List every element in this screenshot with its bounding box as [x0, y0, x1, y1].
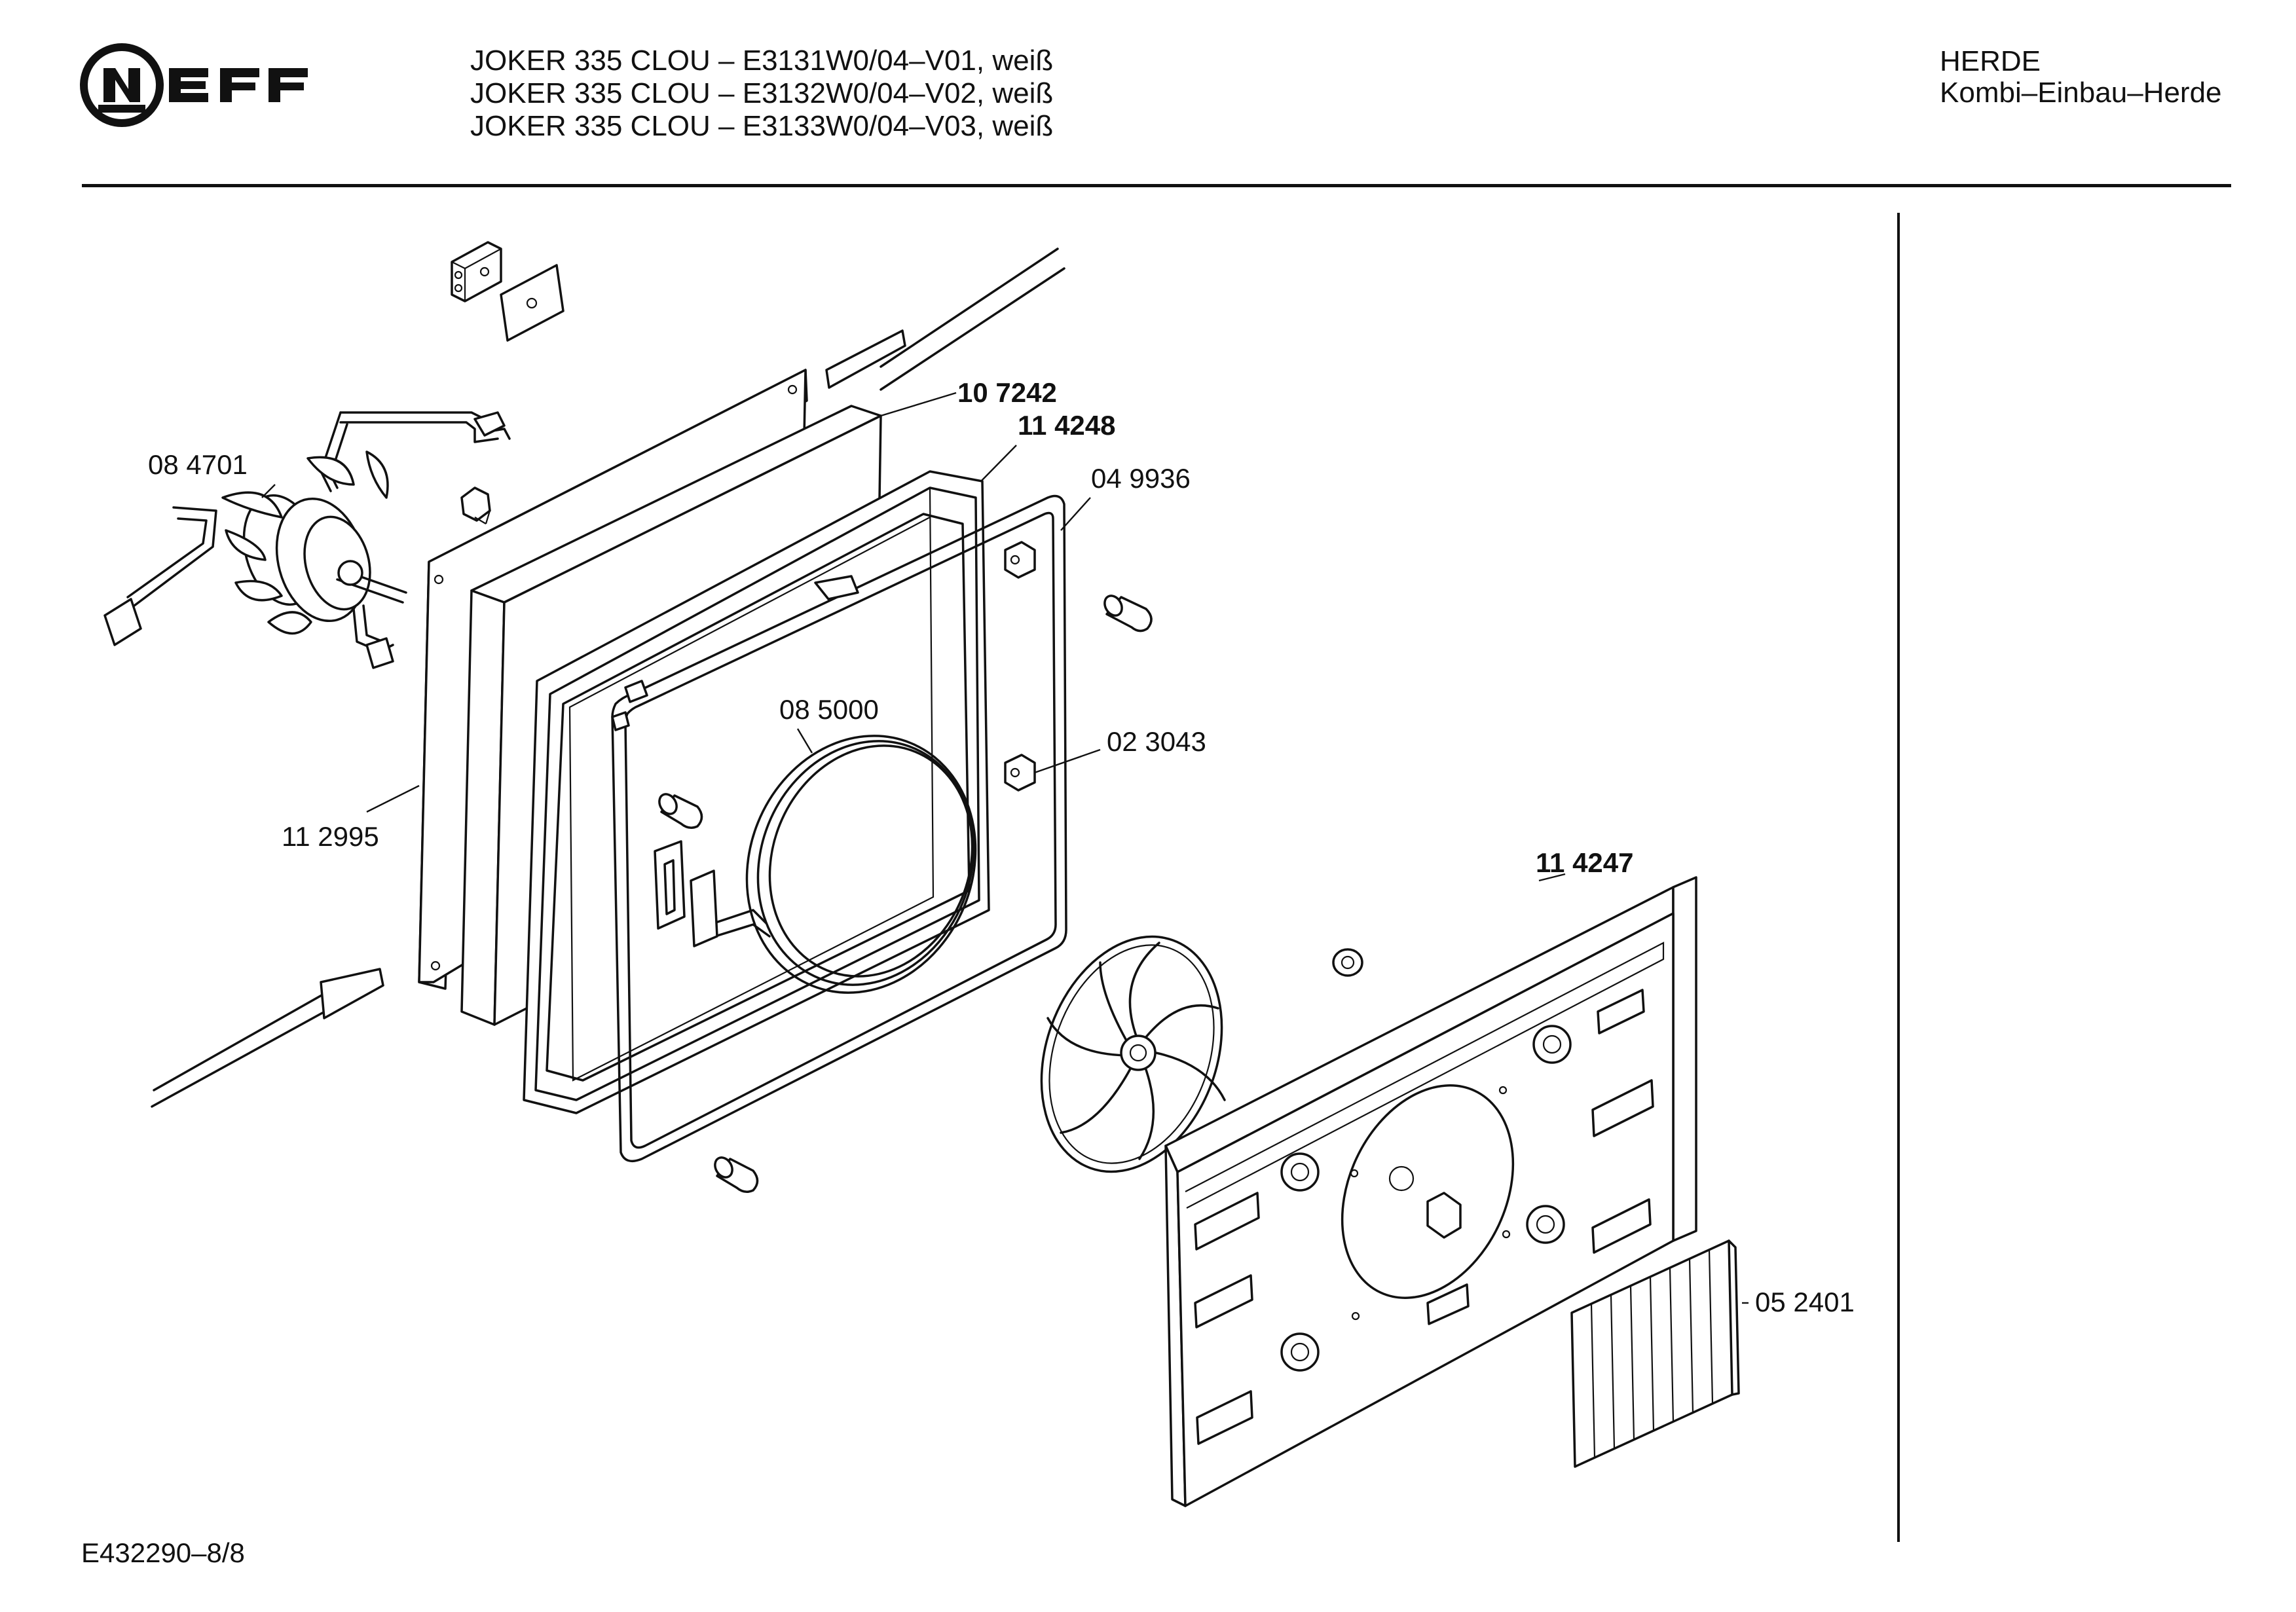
model-line-3: JOKER 335 CLOU – E3133W0/04–V03, weiß: [470, 110, 1054, 142]
part-label: 05 2401: [1755, 1287, 1855, 1317]
part-label: 10 7242: [957, 377, 1057, 408]
part-label: 08 5000: [779, 694, 879, 725]
category-title: HERDE: [1940, 45, 2041, 77]
oven-rear-wall: [523, 470, 990, 1114]
screw-bolt: [460, 486, 491, 524]
category-block: HERDE Kombi–Einbau–Herde: [1940, 46, 2222, 109]
part-label: 11 4248: [1018, 410, 1116, 441]
part-label: 08 4701: [148, 449, 248, 480]
header-divider: [82, 184, 2231, 187]
part-label: 02 3043: [1107, 726, 1206, 757]
neff-logo: [80, 43, 308, 127]
top-guide-rail: [825, 247, 1065, 391]
ring-heating-element: [654, 735, 977, 994]
cylinder-pin: [1103, 595, 1153, 632]
leader-lines: [261, 392, 1749, 1304]
model-line-1: JOKER 335 CLOU – E3131W0/04–V01, weiß: [470, 45, 1054, 77]
cylinder-pin: [714, 1156, 759, 1193]
drawing-code: E432290–8/8: [81, 1537, 245, 1568]
round-nut: [1332, 948, 1363, 977]
part-label: 04 9936: [1091, 463, 1191, 494]
cylinder-pin: [658, 793, 703, 829]
part-label: 11 2995: [282, 821, 379, 852]
top-clip-bracket: [451, 241, 565, 342]
vent-grille: [1570, 1239, 1740, 1468]
model-line-2: JOKER 335 CLOU – E3132W0/04–V02, weiß: [470, 77, 1054, 109]
model-title-block: JOKER 335 CLOU – E3131W0/04–V01, weiß JO…: [470, 45, 1053, 143]
side-bracket: [611, 541, 1036, 792]
front-cover-panel: [1164, 876, 1697, 1507]
part-label: 11 4247: [1536, 847, 1634, 878]
cooling-fan-motor: [103, 411, 511, 669]
margin-divider: [1897, 213, 1900, 1542]
convection-fan-wheel: [1040, 935, 1226, 1173]
category-subtitle: Kombi–Einbau–Herde: [1940, 77, 2222, 109]
bottom-guide-rail: [151, 968, 384, 1108]
